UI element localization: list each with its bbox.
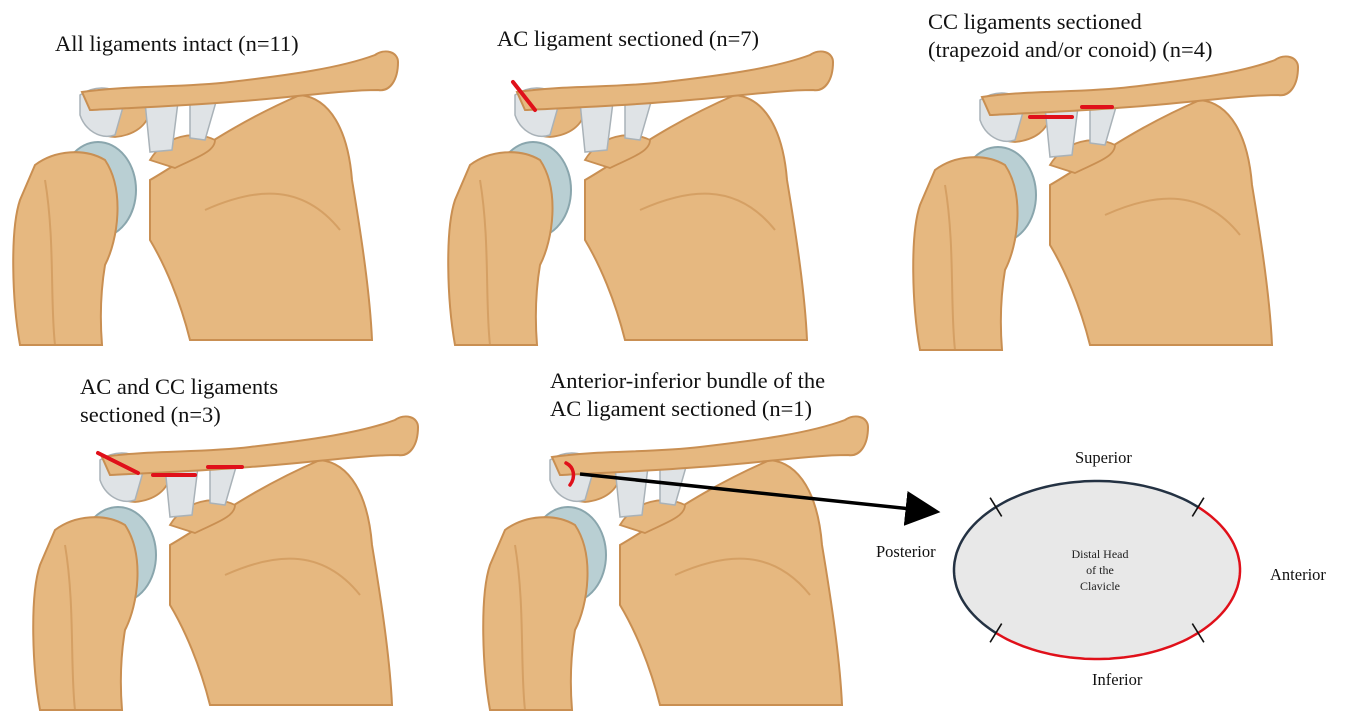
superior-label: Superior	[1075, 448, 1132, 468]
posterior-label: Posterior	[876, 542, 936, 562]
inferior-label: Inferior	[1092, 670, 1142, 690]
anterior-label: Anterior	[1270, 565, 1326, 585]
clavicle-cross-section: Superior Inferior Posterior Anterior Dis…	[870, 440, 1349, 716]
distal-head-label: Distal Head of the Clavicle	[1040, 546, 1160, 594]
